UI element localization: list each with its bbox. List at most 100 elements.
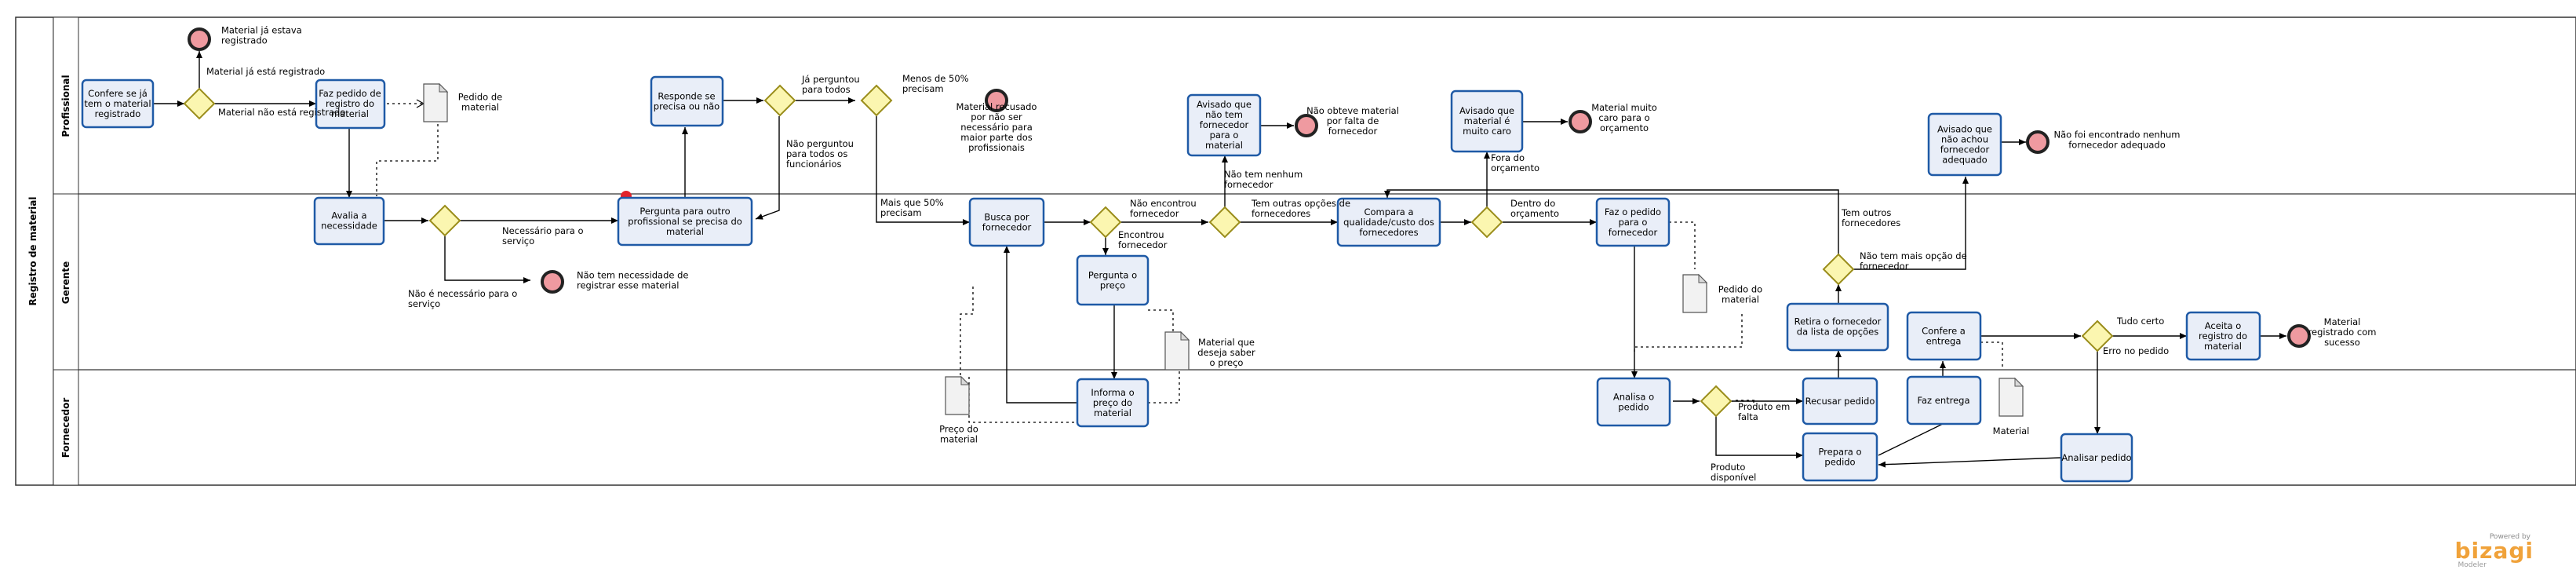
lane-fornecedor: Fornecedor (60, 398, 71, 458)
task-faz-pedido-registro[interactable] (315, 79, 386, 130)
end-event-nenhum-fornecedor (2026, 130, 2050, 154)
flow-label-f19: Tudo certo (2116, 316, 2164, 327)
tasks (81, 75, 2261, 483)
task-avisado-nao-achou[interactable] (1927, 112, 2002, 177)
task-informa-preco[interactable] (1076, 378, 1150, 428)
task-analisar-pedido[interactable] (2060, 433, 2133, 483)
gateway-orcamento (1470, 206, 1503, 239)
task-pergunta-preco[interactable] (1076, 254, 1150, 306)
task-recusar-pedido[interactable] (1802, 377, 1878, 425)
task-confere-registro[interactable] (81, 79, 155, 129)
documents (423, 82, 2024, 417)
lane-headers: Profissional Gerente Fornecedor (53, 16, 79, 486)
end-event-ja-registrado (188, 27, 211, 51)
end-events (188, 27, 2311, 348)
gateway-necessidade (428, 204, 461, 237)
flow-label-f2: Material não está registrado (218, 107, 345, 118)
task-label-t19: Analisar pedido (2061, 452, 2131, 463)
gateway-encontrou (1089, 206, 1122, 239)
document-d5 (1998, 377, 2024, 417)
pool: Registro de material (15, 16, 2576, 486)
end-event-material-recusado (985, 89, 1008, 112)
task-analisa-pedido[interactable] (1596, 377, 1671, 427)
gateway-perguntou-todos (763, 84, 796, 117)
task-pergunta-outro-profissional[interactable] (617, 196, 753, 247)
associations (376, 99, 2003, 423)
flow-label-f7: Menos de 50%precisam (902, 73, 969, 94)
end-event-sem-fornecedor (1295, 114, 1318, 137)
task-prepara-pedido[interactable] (1802, 432, 1878, 482)
task-label-t14: Recusar pedido (1805, 396, 1875, 407)
task-avalia-necessidade[interactable] (313, 196, 385, 246)
document-d4 (1682, 273, 1708, 313)
task-aceita-registro[interactable] (2185, 311, 2261, 361)
document-d2 (945, 375, 971, 415)
end-event-sucesso (2287, 324, 2311, 348)
flow-label-f8: Mais que 50%precisam (880, 197, 944, 218)
task-confere-entrega[interactable] (1906, 311, 1982, 361)
lane-profissional: Profissional (60, 75, 71, 137)
task-faz-pedido-fornecedor[interactable] (1595, 197, 1671, 247)
gateway-entrega (2081, 320, 2114, 352)
gateway-outras-opcoes (1208, 206, 1241, 239)
gateway-porcentagem (860, 84, 893, 117)
gateway-produto (1700, 385, 1733, 418)
document-label-d5: Material (1993, 425, 2030, 436)
sequence-flows (153, 51, 2286, 468)
task-avisado-sem-fornecedor[interactable] (1186, 93, 1262, 157)
pool-title: Registro de material (27, 197, 38, 306)
task-responde-precisa[interactable] (650, 75, 724, 127)
task-busca-fornecedor[interactable] (968, 197, 1045, 247)
end-event-muito-caro (1569, 110, 1592, 133)
gateways (183, 84, 2114, 418)
flow-label-f20: Erro no pedido (2103, 345, 2169, 356)
task-faz-entrega[interactable] (1906, 375, 1982, 425)
end-event-sem-necessidade (541, 270, 564, 294)
task-compara-qualidade[interactable] (1336, 197, 1441, 247)
task-avisado-muito-caro[interactable] (1450, 89, 1524, 153)
document-d1 (423, 82, 449, 122)
task-retira-fornecedor[interactable] (1786, 302, 1889, 352)
gateway-mais-fornecedores (1822, 253, 1855, 286)
gateway-registrado (183, 87, 216, 120)
task-label-t17: Faz entrega (1917, 395, 1969, 406)
flow-label-f1: Material já está registrado (206, 66, 325, 77)
